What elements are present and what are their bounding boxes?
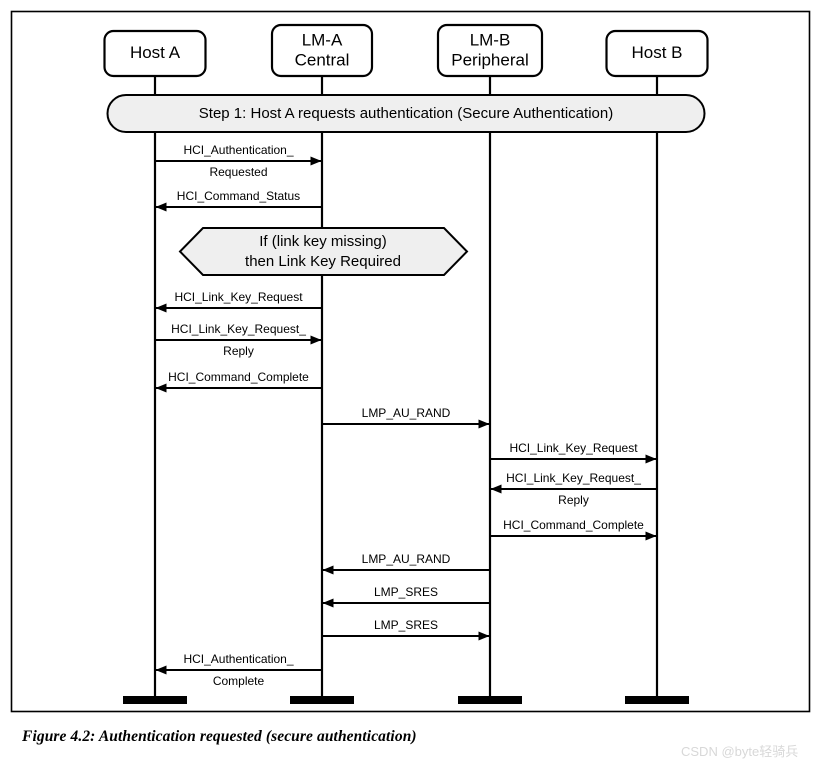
lifeline-terminator bbox=[458, 696, 522, 704]
message-label-line-1: LMP_AU_RAND bbox=[362, 552, 451, 566]
message-m11: LMP_SRES bbox=[322, 585, 489, 608]
header-label-line-1: LM-A bbox=[302, 30, 343, 49]
message-label-line-2: Reply bbox=[223, 344, 254, 358]
message-label-line-2: Complete bbox=[213, 674, 265, 688]
message-label-line-1: HCI_Link_Key_Request_ bbox=[171, 322, 306, 336]
header-label-line-1: Host A bbox=[130, 43, 181, 62]
step-banner: Step 1: Host A requests authentication (… bbox=[106, 94, 706, 133]
message-label-line-1: LMP_SRES bbox=[374, 618, 438, 632]
lifelines-group bbox=[123, 76, 689, 704]
message-label-line-1: HCI_Command_Status bbox=[177, 189, 300, 203]
lifeline-terminator bbox=[290, 696, 354, 704]
message-m10: LMP_AU_RAND bbox=[322, 552, 489, 575]
message-label-line-1: HCI_Link_Key_Request bbox=[174, 290, 303, 304]
message-label-line-1: HCI_Link_Key_Request_ bbox=[506, 471, 641, 485]
message-label-line-1: LMP_AU_RAND bbox=[362, 406, 451, 420]
header-label-line-2: Peripheral bbox=[451, 50, 529, 69]
condition-line-1: If (link key missing) bbox=[259, 233, 387, 250]
message-label-line-1: LMP_SRES bbox=[374, 585, 438, 599]
lifeline-lm-b bbox=[458, 76, 522, 704]
header-box bbox=[270, 23, 374, 78]
message-m3: HCI_Link_Key_Request bbox=[155, 290, 321, 313]
message-label-line-1: HCI_Link_Key_Request bbox=[509, 441, 638, 455]
header-box bbox=[436, 23, 544, 78]
header-label-line-1: Host B bbox=[631, 43, 682, 62]
message-label-line-1: HCI_Authentication_ bbox=[183, 652, 293, 666]
message-label-line-1: HCI_Command_Complete bbox=[503, 518, 644, 532]
step-banner-label: Step 1: Host A requests authentication (… bbox=[199, 105, 613, 122]
message-m5: HCI_Command_Complete bbox=[155, 370, 321, 393]
message-m7: HCI_Link_Key_Request bbox=[491, 441, 657, 464]
header-host-a: Host A bbox=[103, 29, 207, 78]
condition-line-2: then Link Key Required bbox=[245, 253, 401, 270]
header-box bbox=[605, 29, 709, 78]
lifeline-host-b bbox=[625, 76, 689, 704]
message-m12: LMP_SRES bbox=[323, 618, 490, 641]
header-box bbox=[103, 29, 207, 78]
header-host-b: Host B bbox=[605, 29, 709, 78]
header-label-line-1: LM-B bbox=[470, 30, 511, 49]
lifeline-terminator bbox=[625, 696, 689, 704]
message-label-line-2: Reply bbox=[558, 493, 589, 507]
header-label-line-2: Central bbox=[295, 50, 350, 69]
lifeline-lm-a bbox=[290, 76, 354, 704]
step-banner-shape bbox=[106, 94, 706, 133]
message-m13: HCI_Authentication_ Complete bbox=[155, 652, 321, 688]
message-m4: HCI_Link_Key_Request_ Reply bbox=[156, 322, 322, 358]
csdn-watermark: CSDN @byte轻骑兵 bbox=[681, 744, 799, 759]
lifeline-host-a bbox=[123, 76, 187, 704]
lifeline-terminator bbox=[123, 696, 187, 704]
message-label-line-1: HCI_Command_Complete bbox=[168, 370, 309, 384]
message-m2: HCI_Command_Status bbox=[155, 189, 321, 212]
messages-group: HCI_Authentication_ RequestedHCI_Command_… bbox=[155, 143, 657, 688]
message-m9: HCI_Command_Complete bbox=[491, 518, 657, 541]
message-m6: LMP_AU_RAND bbox=[323, 406, 490, 429]
condition-box: If (link key missing) then Link Key Requ… bbox=[178, 227, 469, 276]
message-label-line-1: HCI_Authentication_ bbox=[183, 143, 293, 157]
message-m1: HCI_Authentication_ Requested bbox=[156, 143, 322, 179]
condition-hexagon bbox=[178, 227, 469, 276]
message-m8: HCI_Link_Key_Request_ Reply bbox=[490, 471, 656, 507]
message-label-line-2: Requested bbox=[209, 165, 267, 179]
figure-caption: Figure 4.2: Authentication requested (se… bbox=[22, 728, 417, 745]
